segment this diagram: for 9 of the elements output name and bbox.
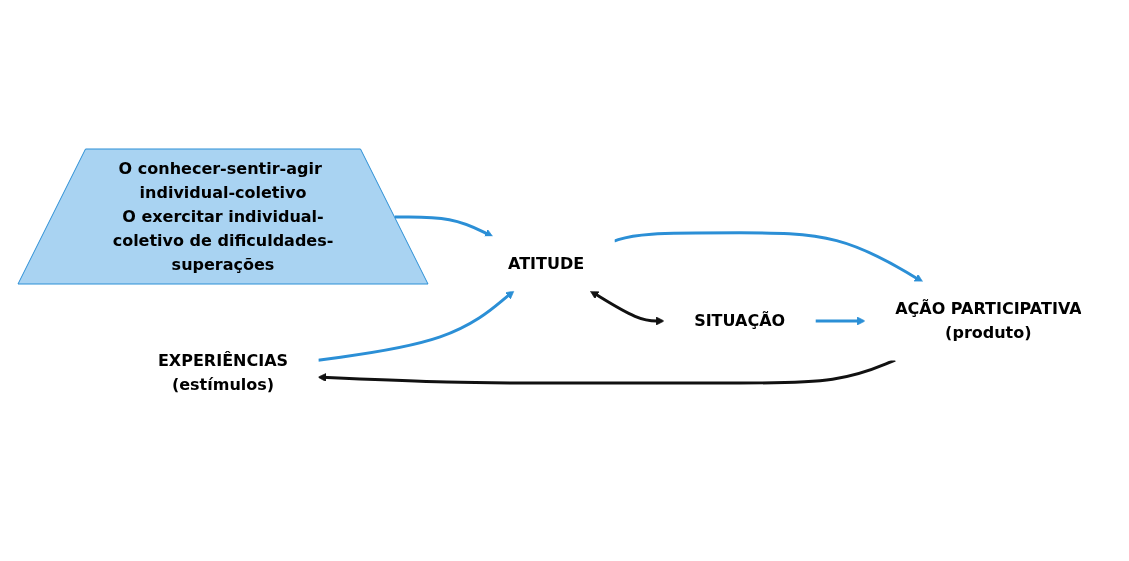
arrow [613, 231, 923, 283]
arrow [589, 290, 665, 326]
node-text: ATITUDE [507, 253, 584, 273]
node-text: SITUAÇÃO [693, 311, 785, 330]
arrow [394, 215, 493, 238]
node-text: EXPERIÊNCIAS (estímulos) [157, 351, 288, 394]
arrow [814, 316, 866, 326]
node-text: AÇÃO PARTICIPATIVA (produto) [894, 299, 1082, 342]
arrow [317, 290, 515, 362]
